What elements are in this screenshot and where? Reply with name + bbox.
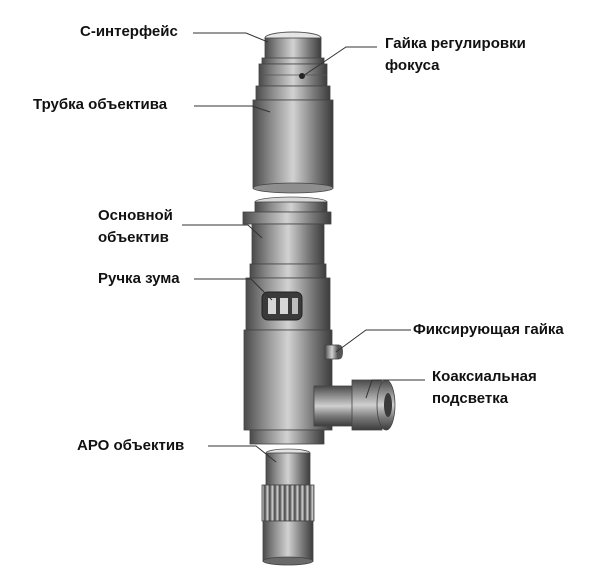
zoom-knob-part (245, 277, 331, 331)
leader-zoom-knob (194, 278, 273, 301)
leader-objective-tube (194, 105, 271, 113)
leader-locking-nut (335, 329, 411, 353)
focus-nut-label-line2: фокуса (385, 57, 440, 74)
leader-lines (182, 32, 425, 463)
objective-tube-part (252, 85, 334, 194)
coaxial-label-line1: Коаксиальная (432, 368, 537, 385)
main-objective-label-line1: Основной (98, 207, 173, 224)
main-objective-label-line2: объектив (98, 229, 169, 246)
c-interface-part (261, 31, 325, 65)
locking-nut-label: Фиксирующая гайка (413, 321, 564, 338)
c-interface-label: С-интерфейс (80, 23, 178, 40)
leader-focus-nut (302, 46, 377, 77)
leader-c-interface (193, 32, 269, 43)
focus-nut-part (258, 63, 328, 87)
coaxial-label-line2: подсветка (432, 390, 509, 407)
leader-apo-objective (208, 445, 277, 463)
locking-nut-part (324, 344, 343, 360)
apo-objective-label: АРО объектив (77, 437, 185, 454)
zoom-knob-label: Ручка зума (98, 270, 180, 287)
apo-objective-part (261, 448, 315, 566)
coaxial-illumination-part (313, 379, 396, 431)
objective-tube-label: Трубка объектива (33, 96, 168, 113)
leader-main-objective (182, 224, 263, 239)
main-objective-part (242, 196, 332, 279)
leader-coaxial (365, 379, 425, 399)
focus-nut-label-line1: Гайка регулировки (385, 35, 526, 52)
